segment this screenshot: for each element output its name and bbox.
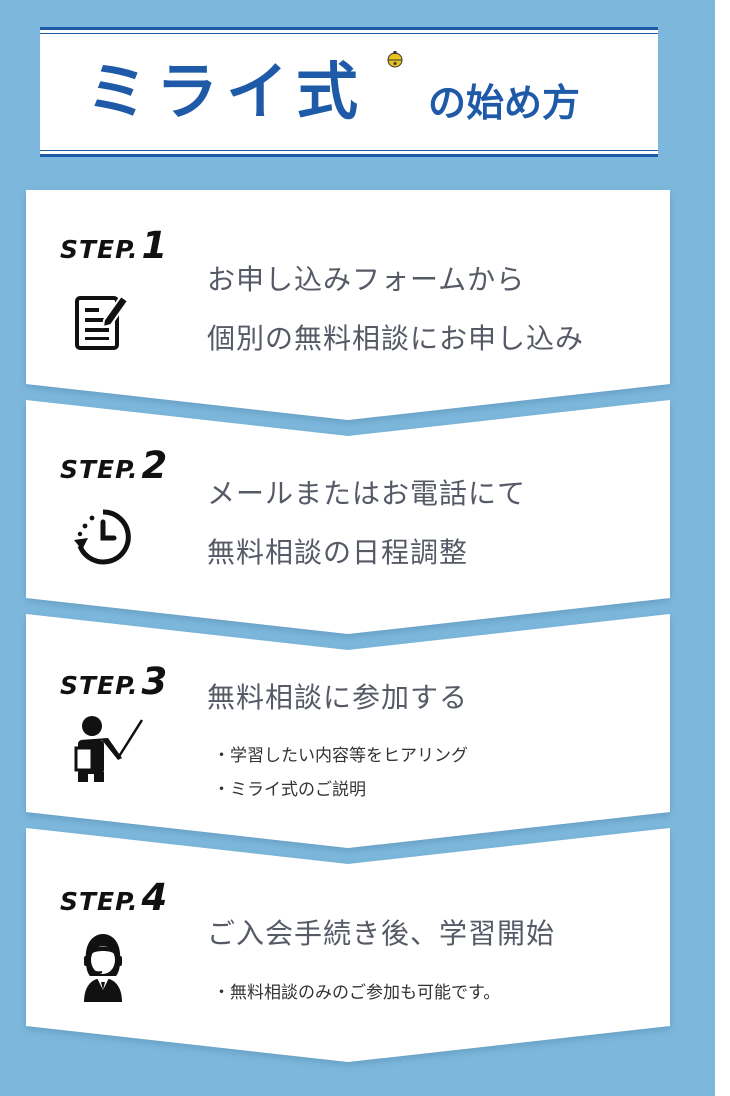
step-4-note-1: ・無料相談のみのご参加も可能です。 [213, 983, 501, 1003]
step-2-label-word: STEP. [60, 455, 139, 484]
operator-headset-icon [84, 934, 122, 1002]
title-bottom-thin-rule [40, 150, 658, 151]
steps-diagram [26, 190, 670, 1062]
step-1-number: 1 [141, 224, 168, 267]
step-3-label-word: STEP. [60, 671, 139, 700]
clock-icon [74, 509, 131, 565]
bell-icon [387, 51, 403, 68]
step-3-line-1: 無料相談に参加する [207, 681, 469, 714]
step-3-note-1: ・学習したい内容等をヒアリング [213, 746, 468, 766]
page-subtitle: の始め方 [428, 81, 581, 125]
step-1-label-word: STEP. [60, 235, 139, 264]
step-card-2 [26, 400, 670, 634]
step-2-number: 2 [141, 444, 168, 487]
step-1-line-2: 個別の無料相談にお申し込み [207, 322, 585, 355]
step-3-label: STEP.3 [60, 660, 167, 703]
page-title: ミライ式 [86, 55, 367, 128]
title-top-rule [40, 27, 658, 30]
step-card-1 [26, 190, 670, 420]
step-3-note-2: ・ミライ式のご説明 [213, 780, 366, 800]
step-3-number: 3 [141, 660, 168, 703]
step-4-number: 4 [141, 876, 168, 919]
step-2-label: STEP.2 [60, 444, 167, 487]
step-1-line-1: お申し込みフォームから [207, 263, 526, 296]
step-2-line-2: 無料相談の日程調整 [207, 536, 469, 569]
step-card-4 [26, 828, 670, 1062]
title-top-thin-rule [40, 33, 658, 34]
step-4-line-1: ご入会手続き後、学習開始 [207, 917, 556, 950]
step-4-label-word: STEP. [60, 887, 139, 916]
step-2-line-1: メールまたはお電話にて [207, 477, 527, 510]
presenter-icon [74, 716, 144, 782]
form-edit-icon [75, 294, 130, 350]
title-bottom-rule [40, 154, 658, 157]
step-1-label: STEP.1 [60, 224, 167, 267]
step-card-3 [26, 614, 670, 848]
step-4-label: STEP.4 [60, 876, 167, 919]
title-banner: ミライ式 の始め方 [40, 27, 658, 157]
